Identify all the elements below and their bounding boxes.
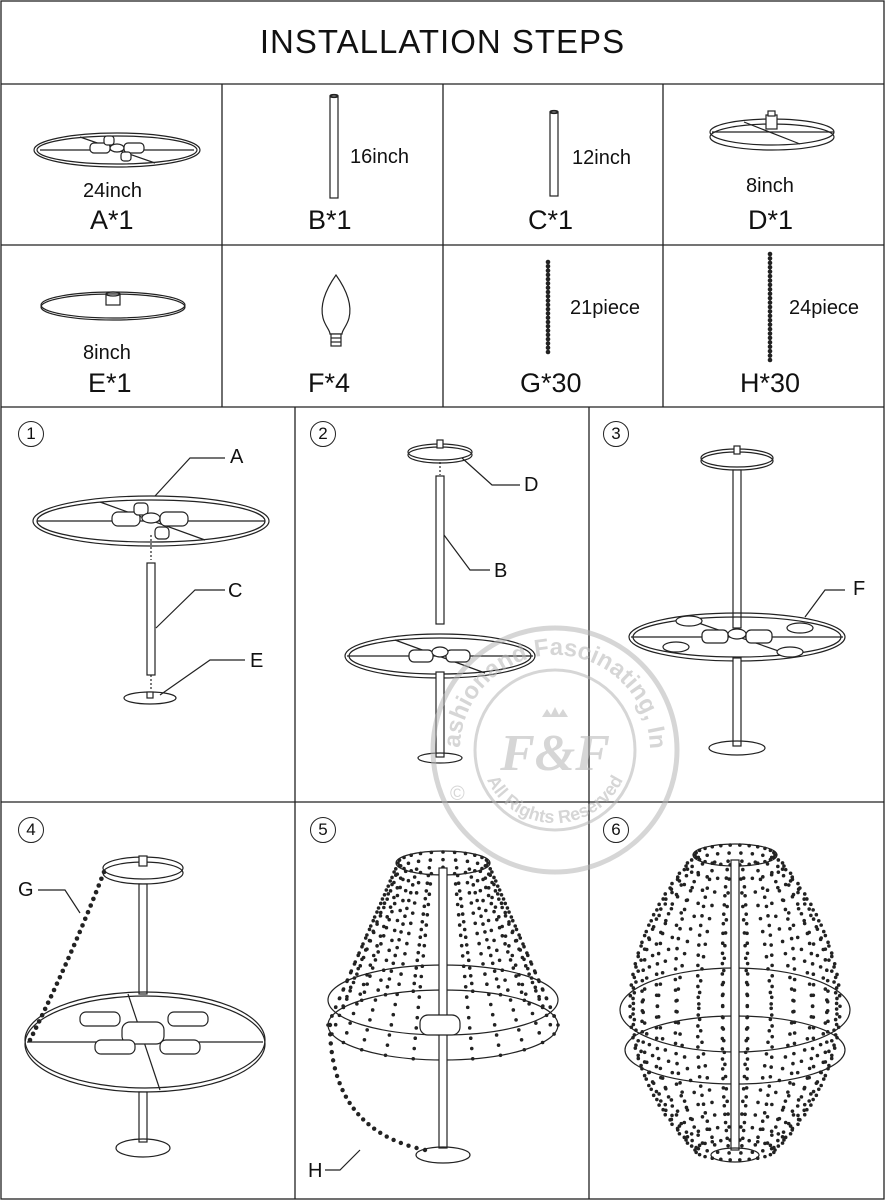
step-1-callout-a: A xyxy=(230,446,244,468)
part-g-code: G*30 xyxy=(520,368,582,398)
part-b-drawing xyxy=(329,93,339,199)
part-c-size: 12inch xyxy=(572,147,631,169)
watermark-copyright: © xyxy=(450,783,465,805)
step-3-drawing xyxy=(628,445,846,756)
part-e-drawing xyxy=(40,291,186,321)
part-c-drawing xyxy=(549,109,559,197)
step-1-number: 1 xyxy=(18,421,44,447)
part-a-drawing xyxy=(33,132,201,168)
step-5-number: 5 xyxy=(310,817,336,843)
step-4-drawing xyxy=(24,855,266,1158)
part-a-code: A*1 xyxy=(90,205,134,235)
part-b-code: B*1 xyxy=(308,205,352,235)
part-g-size: 21piece xyxy=(570,297,641,319)
part-d-code: D*1 xyxy=(748,205,794,235)
step-2-callout-b: B xyxy=(494,560,508,582)
step-2-callout-d: D xyxy=(524,474,539,496)
part-h-code: H*30 xyxy=(740,368,801,398)
step-5-drawing xyxy=(325,850,559,1171)
crown-icon xyxy=(542,707,568,717)
part-d-drawing xyxy=(709,110,835,151)
part-h-size: 24piece xyxy=(789,297,860,319)
step-6-number: 6 xyxy=(603,817,629,843)
step-1-callout-e: E xyxy=(250,650,264,672)
step-5-callout-h: H xyxy=(308,1160,323,1182)
part-b-size: 16inch xyxy=(350,146,409,168)
watermark-logo: F&F xyxy=(499,725,610,782)
step-4-callout-g: G xyxy=(18,879,34,901)
part-d-size: 8inch xyxy=(746,175,794,197)
step-1-callout-c: C xyxy=(228,580,243,602)
part-e-size: 8inch xyxy=(83,342,131,364)
step-3-number: 3 xyxy=(603,421,629,447)
part-f-drawing xyxy=(321,273,351,347)
watermark-seal: Fashionand Fascinating, Inc © F&F All Ri… xyxy=(430,625,680,875)
step-2-number: 2 xyxy=(310,421,336,447)
part-a-size: 24inch xyxy=(83,180,142,202)
step-1-drawing xyxy=(32,457,270,705)
part-c-code: C*1 xyxy=(528,205,574,235)
part-f-code: F*4 xyxy=(308,368,351,398)
step-3-callout-f: F xyxy=(853,578,866,600)
page-title: INSTALLATION STEPS xyxy=(259,23,626,60)
step-6-drawing xyxy=(619,843,851,1163)
step-4-number: 4 xyxy=(18,817,44,843)
part-e-code: E*1 xyxy=(88,368,132,398)
